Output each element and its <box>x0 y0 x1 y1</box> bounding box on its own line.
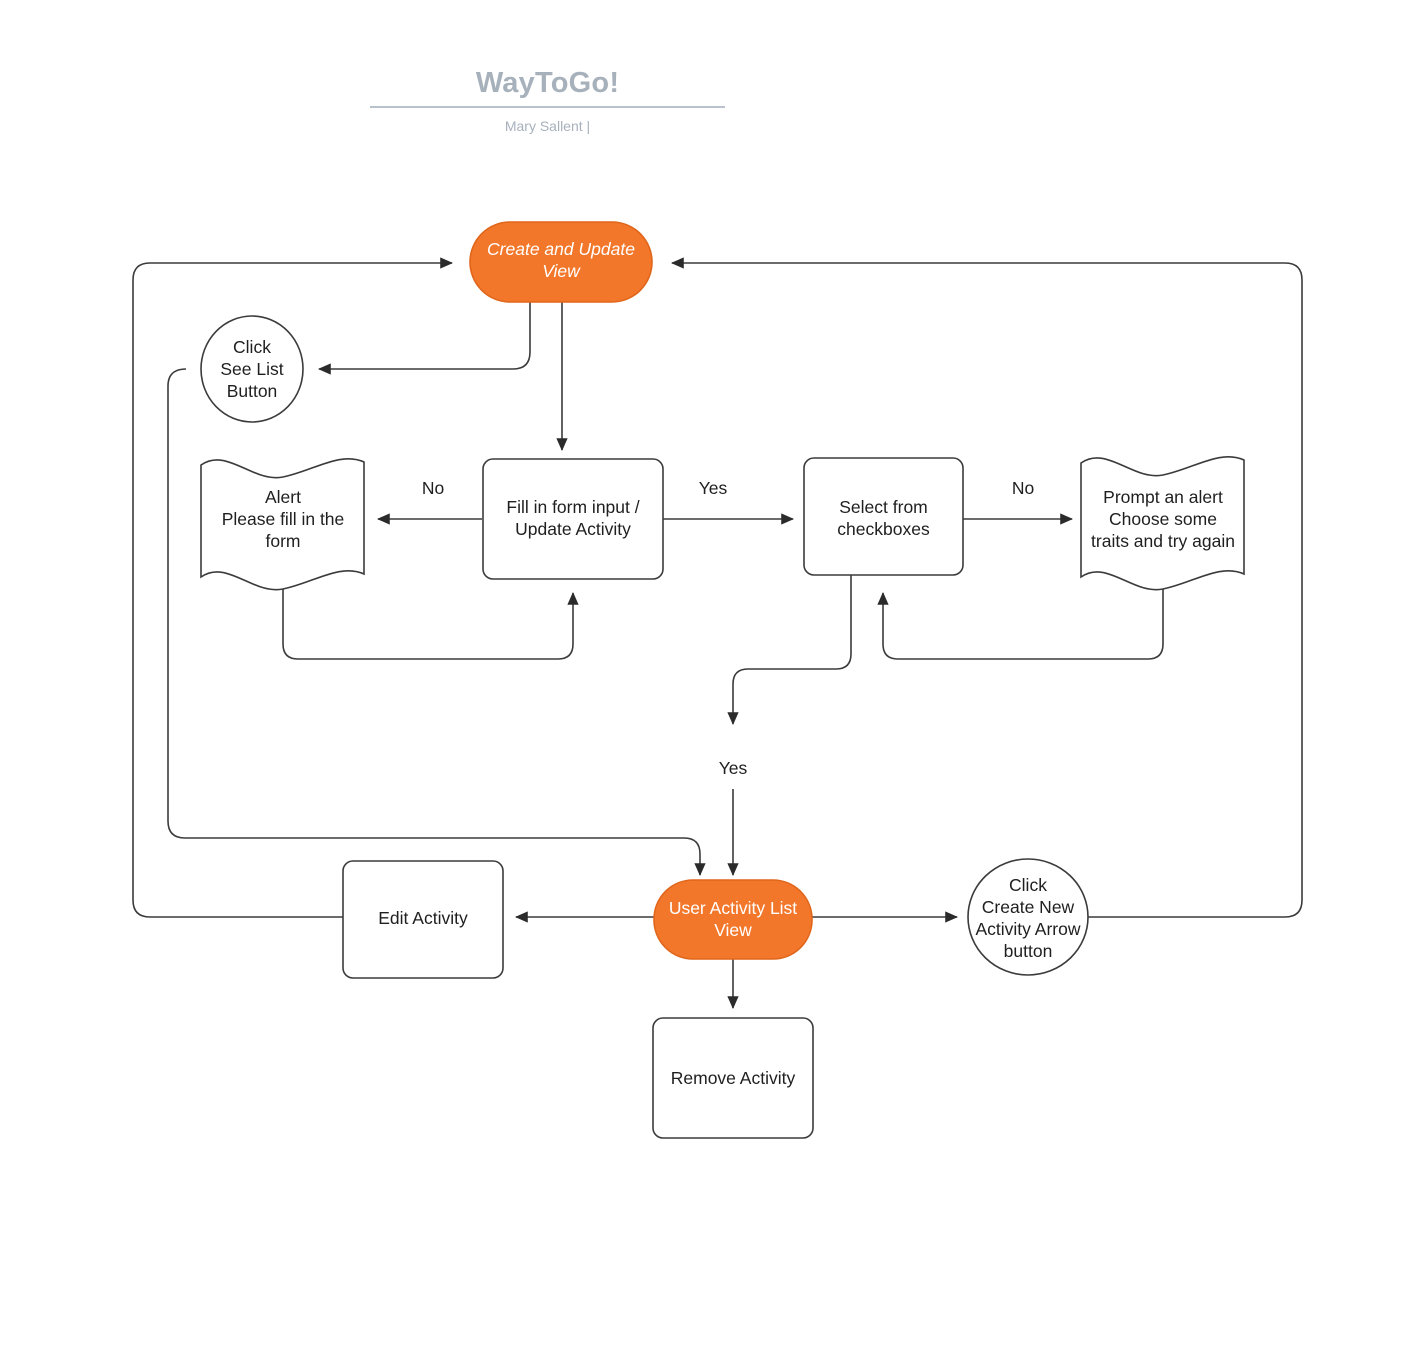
edge-alert-to-fill-form <box>282 573 579 660</box>
document-author: Mary Sallent | <box>504 118 591 134</box>
page-title: WayToGo! <box>475 67 620 99</box>
title-divider <box>370 106 725 108</box>
edge-label-no-fill-form: No <box>421 478 445 498</box>
edge-layer <box>132 257 1303 1010</box>
edge-label-yes-activity-list: Yes <box>718 758 748 778</box>
node-click-create-new-activity[interactable] <box>967 858 1089 976</box>
title-block: WayToGo! Mary Sallent | <box>370 0 725 135</box>
node-edit-activity[interactable] <box>342 860 504 979</box>
node-user-activity-list-view[interactable] <box>653 879 813 960</box>
node-fill-in-form-input[interactable] <box>482 458 664 580</box>
edge-prompt-alert-to-checkboxes <box>877 574 1164 660</box>
node-remove-activity[interactable] <box>652 1017 814 1139</box>
edge-create-view-to-click-see-list <box>317 302 531 375</box>
node-prompt-an-alert[interactable] <box>1080 455 1245 591</box>
node-click-see-list-button[interactable] <box>200 315 304 423</box>
node-layer <box>200 221 1245 1139</box>
edge-label-yes-checkboxes: Yes <box>698 478 728 498</box>
node-select-from-checkboxes[interactable] <box>803 457 964 576</box>
document-header: WayToGo! Mary Sallent | <box>0 0 1423 135</box>
edge-edit-activity-to-create-view <box>132 257 454 918</box>
edge-create-new-activity-to-create-view <box>670 257 1303 918</box>
edge-checkboxes-to-yes-branch <box>727 573 852 726</box>
edge-label-no-traits: No <box>1011 478 1035 498</box>
node-alert-please-fill-form[interactable] <box>200 457 365 591</box>
edge-click-see-list-to-activity-list <box>167 368 706 877</box>
node-create-update-view[interactable] <box>469 221 653 303</box>
